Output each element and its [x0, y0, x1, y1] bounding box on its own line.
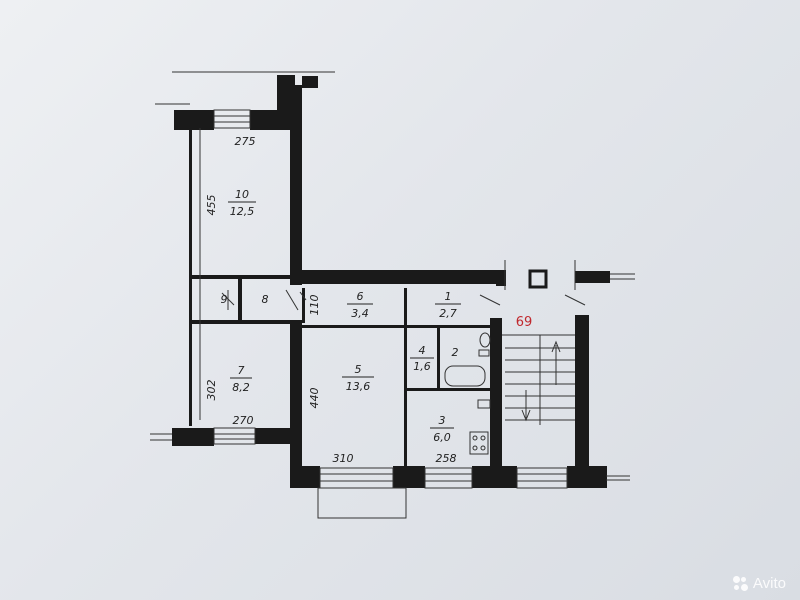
stairs	[502, 334, 575, 425]
window-room-5	[319, 467, 394, 489]
arrow-up-icon	[551, 340, 561, 385]
room-1-area: 2,7	[439, 307, 457, 320]
toilet-icon	[479, 332, 491, 348]
dim-275: 275	[235, 135, 256, 148]
room-1-number: 1	[445, 290, 452, 303]
room-4-area: 1,6	[413, 360, 431, 373]
room-6-area: 3,4	[351, 307, 369, 320]
wall-segment	[290, 466, 320, 488]
partition	[302, 288, 305, 323]
stove-icon	[469, 431, 489, 455]
room-10-number: 10	[235, 188, 249, 201]
room-7-area: 8,2	[232, 381, 250, 394]
kitchen-sink-icon	[477, 399, 491, 409]
wall-segment	[472, 466, 517, 488]
apartment-number: 69	[516, 315, 533, 330]
partition	[302, 325, 404, 328]
window-top	[213, 109, 251, 129]
wall-segment	[496, 270, 506, 286]
wall-segment	[575, 271, 610, 283]
room-9-number: 9	[221, 293, 228, 306]
partition	[437, 328, 440, 388]
dim-270: 270	[233, 414, 254, 427]
wall-segment	[302, 76, 318, 88]
wall-segment	[192, 320, 292, 324]
wall-segment	[290, 85, 302, 285]
arrow-down-icon	[521, 390, 531, 422]
dim-258: 258	[436, 452, 457, 465]
watermark: Avito	[732, 575, 786, 592]
partition	[404, 288, 407, 468]
stairwell-right-wall	[575, 315, 589, 470]
room-4-number: 4	[419, 344, 426, 357]
room-7-number: 7	[238, 364, 245, 377]
room-2-number: 2	[452, 346, 459, 359]
dim-302: 302	[205, 380, 218, 401]
dimension-labels: 275 455 110 302 270 440 310 258	[205, 135, 457, 465]
room-10-area: 12,5	[230, 205, 255, 218]
room-5-area: 13,6	[346, 380, 371, 393]
fixtures	[444, 332, 491, 455]
dim-455: 455	[205, 195, 218, 216]
wall-segment	[174, 110, 214, 130]
thin-lines	[150, 71, 635, 519]
walls	[172, 75, 610, 488]
window-room-7	[213, 427, 256, 445]
wall-segment	[192, 275, 292, 279]
dim-110: 110	[308, 295, 321, 316]
room-3-number: 3	[439, 414, 446, 427]
wall-segment	[393, 466, 425, 488]
sink-icon	[478, 349, 490, 357]
partition	[407, 388, 492, 391]
window-stairwell	[516, 467, 568, 489]
wall-segment	[172, 428, 214, 446]
wall-segment	[567, 466, 607, 488]
stairwell-left-wall	[490, 318, 502, 470]
dim-310: 310	[333, 452, 354, 465]
room-3-area: 6,0	[433, 431, 451, 444]
room-8-number: 8	[262, 293, 269, 306]
wall-segment	[238, 279, 242, 321]
window-room-3	[424, 467, 473, 489]
wall-segment	[255, 428, 290, 444]
avito-logo-icon	[732, 575, 749, 592]
watermark-text: Avito	[752, 575, 786, 592]
room-labels: 10 12,5 9 8 7 8,2 6 3,4 5 13,6 1 2,7 4 1…	[221, 188, 461, 444]
room-6-number: 6	[357, 290, 364, 303]
bathtub-icon	[444, 365, 486, 387]
dim-440: 440	[308, 388, 321, 409]
partition	[407, 325, 492, 328]
ventilation-shaft	[528, 269, 548, 289]
left-outer-wall	[189, 128, 192, 426]
corridor-top-wall	[290, 270, 500, 284]
room-5-number: 5	[355, 363, 362, 376]
wall-segment	[290, 320, 302, 470]
balcony	[317, 487, 407, 519]
